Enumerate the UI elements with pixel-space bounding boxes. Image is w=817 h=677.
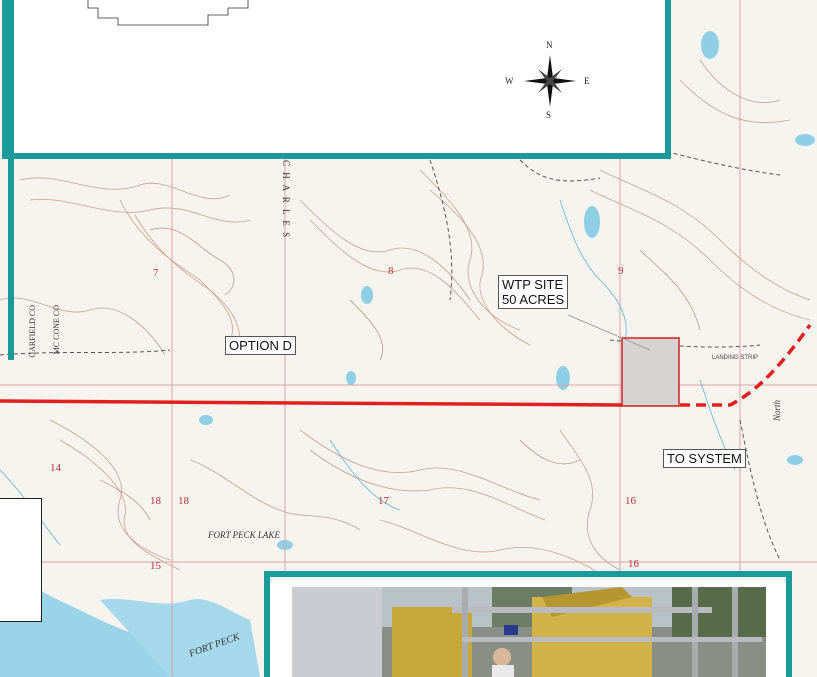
pipeline-route xyxy=(0,399,623,407)
north-road-label: North xyxy=(772,400,782,422)
fort-peck-lake-label: FORT PECK LAKE xyxy=(208,530,280,540)
wtp-site-line1: WTP SITE xyxy=(502,277,564,292)
pond xyxy=(361,286,373,304)
section-number: 16 xyxy=(628,558,639,570)
option-label: OPTION D xyxy=(225,336,296,355)
map-inset-panel: N S E W xyxy=(2,0,671,159)
compass-west: W xyxy=(505,76,514,86)
pond xyxy=(787,455,803,465)
section-number: 7 xyxy=(153,267,159,279)
section-number: 18 xyxy=(178,495,189,507)
wtp-site-label: WTP SITE 50 ACRES xyxy=(498,275,569,309)
legend-box xyxy=(0,498,42,622)
contour-lines xyxy=(0,59,811,581)
pond xyxy=(795,134,815,146)
wtp-site-line2: 50 ACRES xyxy=(502,292,565,307)
compass-north: N xyxy=(546,40,553,50)
pond xyxy=(199,415,213,425)
wtp-site-parcel xyxy=(621,337,680,407)
section-number: 16 xyxy=(625,495,636,507)
pond xyxy=(584,206,600,238)
section-number: 9 xyxy=(618,265,624,277)
mccone-county-label: MC CONE CO xyxy=(52,305,61,355)
compass-rose-icon xyxy=(524,55,576,107)
garfield-county-label: GARFIELD CO xyxy=(28,305,37,358)
section-number: 8 xyxy=(388,265,394,277)
section-number: 14 xyxy=(50,462,61,474)
pond xyxy=(346,371,356,385)
section-number: 18 xyxy=(150,495,161,507)
compass-east: E xyxy=(584,76,590,86)
section-number: 15 xyxy=(150,560,161,572)
landing-strip-label: LANDING STRIP xyxy=(712,355,759,361)
pipeline-route-proposed xyxy=(680,323,812,407)
compass-south: S xyxy=(546,110,552,120)
to-system-label: TO SYSTEM xyxy=(663,449,746,468)
inset-boundary xyxy=(87,0,249,26)
section-number: 17 xyxy=(378,495,389,507)
pond xyxy=(701,31,719,59)
charles-label: C H A R L E S xyxy=(281,160,291,240)
site-photo xyxy=(292,587,766,677)
left-panel-edge xyxy=(0,0,14,360)
pond xyxy=(556,366,570,390)
photo-panel xyxy=(264,571,792,677)
